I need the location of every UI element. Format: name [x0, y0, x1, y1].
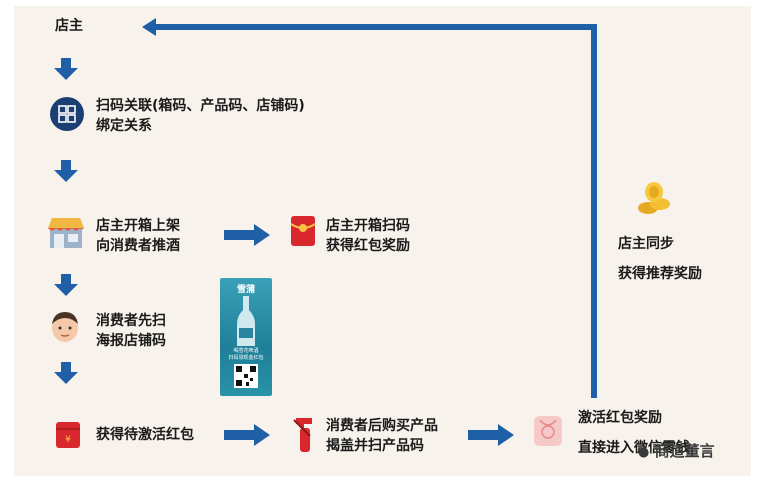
owner-reward-line2: 获得红包奖励: [326, 238, 410, 254]
consumer-step-line1: 消费者先扫: [96, 313, 166, 329]
sync-step-line2: 获得推荐奖励: [618, 266, 702, 282]
consumer-step-line2: 海报店铺码: [96, 333, 166, 349]
activate-step-line2: 直接进入微信零钱: [578, 440, 690, 456]
pending-step-text: 获得待激活红包: [96, 427, 194, 443]
scan-step-line2: 绑定关系: [96, 118, 152, 134]
red-envelope-icon: [290, 216, 316, 246]
owner-reward-line1: 店主开箱扫码: [326, 218, 410, 234]
scan-step-codes: (箱码、产品码、店铺码): [152, 98, 305, 114]
scan-step-title: 扫码关联: [96, 98, 152, 114]
wechat-icon: ●: [638, 445, 650, 460]
poster-qr-code: [234, 364, 258, 388]
pending-envelope-icon: ¥: [56, 422, 80, 448]
top-label: 店主: [55, 18, 83, 34]
store-poster: 雪蒲 喝雪花啤酒 扫码领现金红包: [220, 278, 272, 396]
watermark: ● 商道董言: [638, 440, 715, 461]
feedback-arrowhead: [142, 18, 156, 36]
poster-text2: 扫码领现金红包: [228, 355, 264, 361]
bottle-opener-icon: [293, 418, 312, 452]
diagram-canvas: [14, 6, 751, 476]
qr-scan-icon: [50, 97, 84, 131]
purchase-step-line2: 揭盖并扫产品码: [326, 438, 424, 454]
wallet-icon: [534, 416, 562, 446]
watermark-text: 商道董言: [654, 442, 715, 460]
shop-icon: [48, 218, 84, 248]
poster-title: 雪蒲: [236, 285, 255, 295]
activate-step-line1: 激活红包奖励: [578, 410, 662, 426]
beer-bottle-icon: [237, 296, 255, 346]
poster-text1: 喝雪花啤酒: [233, 348, 259, 354]
purchase-step-line1: 消费者后购买产品: [326, 418, 438, 434]
consumer-avatar-icon: [52, 312, 78, 342]
sync-step-line1: 店主同步: [618, 236, 674, 252]
svg-text:¥: ¥: [65, 435, 71, 445]
shop-step-line1: 店主开箱上架: [96, 218, 180, 234]
shop-step-line2: 向消费者推酒: [96, 238, 180, 254]
coins-icon: [638, 182, 670, 214]
scan-step-line1: 扫码关联(箱码、产品码、店铺码): [96, 96, 305, 116]
